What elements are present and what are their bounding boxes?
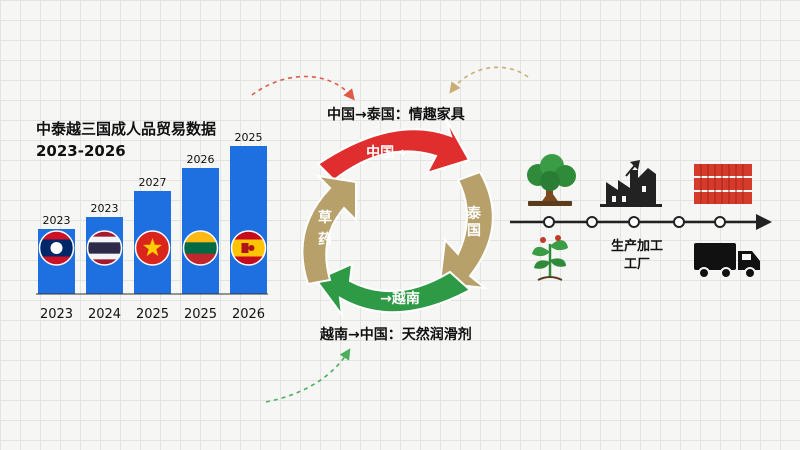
dashed-connector-tan-icon — [449, 66, 529, 94]
tree-icon — [527, 154, 576, 206]
timeline-nodes — [543, 216, 726, 228]
timeline-node — [714, 216, 726, 228]
bar-top-label-4: 2025 — [235, 131, 263, 144]
bars-layer: 2023 2023 2023 2024 2027 2025 2026 2025 2025 2026 — [38, 131, 267, 322]
chart-title-line1: 中泰越三国成人品贸易数据 — [36, 120, 217, 138]
cycle-arrow-china-thailand: 中国→ — [316, 118, 471, 182]
x-tick-label-2: 2025 — [136, 307, 169, 322]
timeline-node — [673, 216, 685, 228]
x-tick-label-3: 2025 — [184, 307, 217, 322]
shipping-container-icon — [694, 164, 752, 204]
flow-label-bottom: 越南→中国：天然润滑剂 — [320, 327, 472, 343]
bar-top-label-1: 2023 — [91, 202, 119, 215]
factory-icon — [600, 160, 662, 207]
arrow-label-thailand-1: 泰 — [466, 205, 482, 222]
dashed-connector-red-icon — [251, 75, 355, 101]
factory-label: 生产加工 工厂 — [606, 238, 668, 274]
laos-flag-icon — [38, 230, 75, 266]
arrow-label-thailand-2: 国 — [467, 223, 481, 239]
arrow-label-china: 中国→ — [366, 144, 406, 161]
arrow-label-herbs-1: 草 — [318, 209, 332, 226]
vietnam-flag-icon — [134, 230, 171, 266]
bar-top-label-0: 2023 — [43, 214, 71, 227]
bar-4 — [230, 146, 267, 294]
seedling-icon — [532, 235, 568, 281]
chart-title-line2: 2023-2026 — [36, 142, 126, 160]
timeline-node — [628, 216, 640, 228]
truck-icon — [694, 243, 760, 279]
x-tick-label-1: 2024 — [88, 307, 121, 322]
arrow-label-vietnam: →越南 — [380, 290, 420, 307]
timeline-node — [543, 216, 555, 228]
x-tick-label-0: 2023 — [40, 307, 73, 322]
timeline-node — [586, 216, 598, 228]
bar-top-label-3: 2026 — [187, 153, 215, 166]
bar-top-label-2: 2027 — [139, 176, 167, 189]
factory-label-line1: 生产加工 — [610, 239, 663, 254]
thailand-flag-icon — [86, 230, 123, 266]
lithuania-flag-icon — [182, 230, 219, 266]
chart-title: 中泰越三国成人品贸易数据 2023-2026 — [36, 118, 216, 162]
dashed-connector-green-icon — [265, 348, 351, 403]
arrow-right-icon — [756, 214, 772, 230]
factory-label-line2: 工厂 — [623, 257, 650, 272]
x-tick-label-4: 2026 — [232, 307, 265, 322]
flow-label-top: 中国→泰国：情趣家具 — [327, 107, 465, 123]
arrow-label-herbs-2: 药 — [318, 231, 332, 248]
curved-arrow-icon — [301, 174, 357, 286]
cycle-arrow-herbs: 草 药 — [301, 174, 357, 286]
spain-flag-icon — [230, 230, 267, 266]
curved-arrow-icon — [316, 118, 471, 182]
